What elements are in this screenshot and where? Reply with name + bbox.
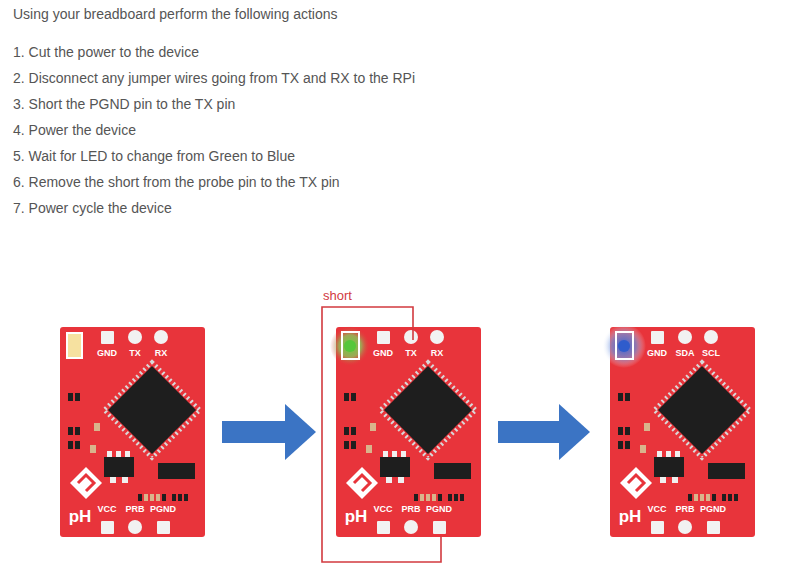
pin-label: SCL bbox=[702, 349, 720, 359]
ph-circuit-board bbox=[336, 327, 481, 537]
pin-label: GND bbox=[647, 349, 667, 359]
instruction-step: 3. Short the PGND pin to the TX pin bbox=[13, 96, 235, 113]
arrow-shaft bbox=[498, 421, 560, 443]
instruction-step: 5. Wait for LED to change from Green to … bbox=[13, 148, 295, 165]
flow-arrow bbox=[498, 404, 590, 460]
pin-label: GND bbox=[97, 349, 117, 359]
led-frame bbox=[66, 332, 83, 359]
led-blue bbox=[618, 340, 630, 352]
arrow-head bbox=[285, 404, 316, 460]
pin-label: GND bbox=[373, 349, 393, 359]
board-type-label: pH bbox=[619, 508, 642, 527]
pin-label: RX bbox=[155, 349, 168, 359]
pin-label: PGND bbox=[426, 505, 452, 515]
instruction-heading: Using your breadboard perform the follow… bbox=[13, 6, 338, 23]
instruction-step: 7. Power cycle the device bbox=[13, 200, 172, 217]
arrow-shaft bbox=[222, 421, 286, 443]
led-green bbox=[344, 340, 356, 352]
pin-label: SDA bbox=[675, 349, 694, 359]
flow-arrow bbox=[222, 404, 316, 460]
board-type-label: pH bbox=[69, 508, 92, 527]
pin-label: VCC bbox=[373, 505, 392, 515]
led-frame bbox=[616, 332, 633, 359]
instruction-step: 1. Cut the power to the device bbox=[13, 44, 199, 61]
board-type-label: pH bbox=[345, 508, 368, 527]
pin-label: RX bbox=[431, 349, 444, 359]
instruction-step: 6. Remove the short from the probe pin t… bbox=[13, 174, 340, 191]
pin-label: VCC bbox=[97, 505, 116, 515]
pin-label: TX bbox=[129, 349, 141, 359]
pin-label: PGND bbox=[150, 505, 176, 515]
led-yellow bbox=[68, 334, 81, 357]
ph-circuit-board bbox=[60, 327, 205, 537]
short-wire bbox=[322, 307, 441, 562]
pin-label: VCC bbox=[647, 505, 666, 515]
pin-label: PGND bbox=[700, 505, 726, 515]
led-glow-green bbox=[330, 326, 370, 366]
sensor-board: GND TX RX VCC PRB PGND pH bbox=[336, 327, 481, 537]
led-glow-blue bbox=[602, 324, 646, 368]
arrow-head bbox=[559, 404, 590, 460]
led-frame bbox=[342, 332, 359, 359]
pin-label: PRB bbox=[401, 505, 420, 515]
instruction-step: 4. Power the device bbox=[13, 122, 136, 139]
instruction-step: 2. Disconnect any jumper wires going fro… bbox=[13, 70, 415, 87]
sensor-board: GND SDA SCL VCC PRB PGND pH bbox=[610, 327, 755, 537]
short-label: short bbox=[323, 288, 352, 304]
ph-circuit-board bbox=[610, 327, 755, 537]
sensor-board: GND TX RX VCC PRB PGND pH bbox=[60, 327, 205, 537]
pin-label: PRB bbox=[125, 505, 144, 515]
pin-label: TX bbox=[405, 349, 417, 359]
pin-label: PRB bbox=[675, 505, 694, 515]
